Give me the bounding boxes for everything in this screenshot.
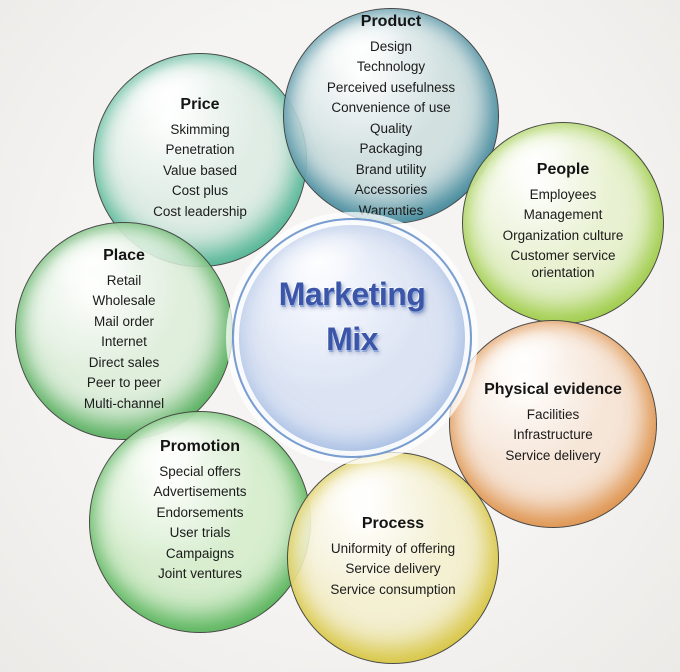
place-item: Multi-channel [83,395,165,411]
circle-product: Product Design Technology Perceived usef… [283,6,499,224]
place-item: Retail [106,272,142,288]
place-item: Peer to peer [86,375,162,391]
product-item: Quality [369,120,413,136]
process-item: Service consumption [330,581,456,597]
place-item: Direct sales [88,354,160,370]
promotion-item: User trials [169,525,231,541]
physical-evidence-title: Physical evidence [484,381,622,398]
product-item: Warranties [358,202,424,218]
product-item: Convenience of use [331,100,451,116]
promotion-title: Promotion [160,438,240,455]
people-item: Employees [529,186,597,202]
price-item: Cost plus [171,183,229,199]
center-title-line1: Marketing [278,276,426,312]
price-item: Value based [162,162,238,178]
product-item: Technology [356,59,426,75]
product-item: Accessories [354,182,428,198]
promotion-item: Joint ventures [157,566,243,582]
circle-promotion: Promotion Special offers Advertisements … [89,409,311,633]
people-item: Customer service orientation [510,248,616,281]
product-item: Packaging [359,141,423,157]
place-title: Place [103,247,145,264]
process-title: Process [361,515,425,532]
circle-place: Place Retail Wholesale Mail order Intern… [15,220,233,440]
circle-physical-evidence: Physical evidence Facilities Infrastruct… [449,318,657,528]
promotion-item: Campaigns [165,545,235,561]
promotion-item: Endorsements [156,504,244,520]
promotion-item: Advertisements [153,484,247,500]
promotion-item: Special offers [159,463,241,479]
physical-evidence-item: Facilities [526,406,580,422]
product-item: Brand utility [355,161,427,177]
physical-evidence-item: Service delivery [505,447,601,463]
price-title: Price [180,96,220,113]
process-item: Uniformity of offering [330,540,456,556]
circle-people: People Employees Management Organization… [462,120,664,324]
center-circle: Marketing Mix [232,217,472,458]
circle-process: Process Uniformity of offering Service d… [287,450,499,664]
people-title: People [536,161,590,178]
price-item: Penetration [165,142,235,158]
product-item: Design [369,38,413,54]
center-title-line2: Mix [326,321,378,357]
place-item: Wholesale [92,293,156,309]
people-item: Organization culture [502,227,624,243]
product-title: Product [360,13,422,30]
place-item: Internet [101,334,147,350]
product-item: Perceived usefulness [326,79,456,95]
price-item: Skimming [170,121,230,137]
physical-evidence-item: Infrastructure [513,427,593,443]
people-item: Management [523,207,603,223]
place-item: Mail order [93,313,155,329]
price-item: Cost leadership [153,203,247,219]
process-item: Service delivery [345,561,441,577]
